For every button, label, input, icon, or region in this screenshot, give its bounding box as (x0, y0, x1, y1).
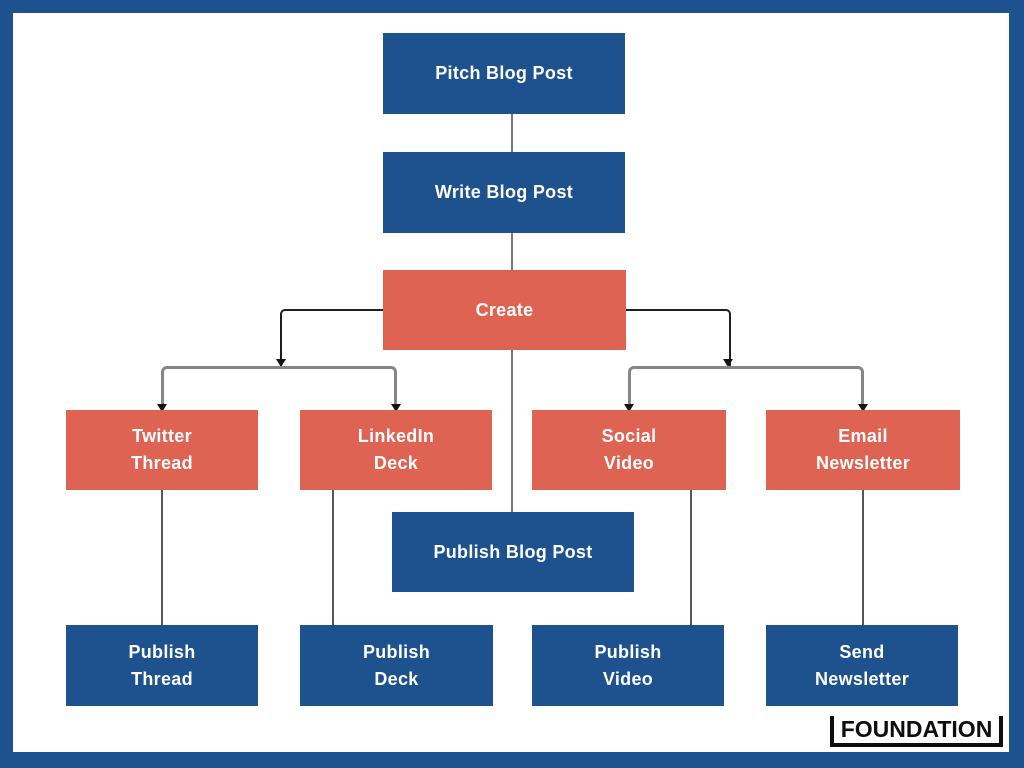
connector-twitter-to-publish-thread (161, 490, 163, 625)
node-label: Create (475, 299, 534, 320)
node-pitch-blog-post: Pitch Blog Post (383, 33, 625, 114)
node-linkedin-deck: LinkedIn Deck (300, 410, 492, 490)
node-social-video: Social Video (532, 410, 726, 490)
logo-right-bar-icon (999, 716, 1003, 743)
connector-write-to-create (511, 233, 513, 270)
arrowhead-left-junction (276, 359, 286, 367)
node-write-blog-post: Write Blog Post (383, 152, 625, 233)
connector-pitch-to-write (511, 114, 513, 152)
node-label: Social Video (601, 426, 657, 473)
node-label: Publish Video (594, 641, 662, 689)
node-publish-video: Publish Video (532, 625, 724, 706)
node-publish-blog-post: Publish Blog Post (392, 512, 634, 592)
arrowhead-email-newsletter (858, 404, 868, 412)
node-send-newsletter: Send Newsletter (766, 625, 958, 706)
connector-create-to-publish-blog (511, 350, 513, 512)
node-publish-thread: Publish Thread (66, 625, 258, 706)
node-label: Publish Thread (128, 641, 196, 689)
node-label: Pitch Blog Post (435, 63, 573, 83)
node-create: Create (383, 270, 626, 350)
node-label: Publish Deck (362, 641, 431, 689)
arrowhead-right-junction (723, 359, 733, 367)
connector-right-distributor (628, 366, 864, 409)
connector-create-left-branch (280, 309, 386, 367)
connector-linkedin-to-publish-deck (332, 490, 334, 625)
arrowhead-twitter-thread (157, 404, 167, 412)
logo-text: FOUNDATION (840, 716, 993, 742)
node-label: Twitter Thread (131, 426, 193, 473)
node-email-newsletter: Email Newsletter (766, 410, 960, 490)
foundation-logo: FOUNDATION (830, 716, 1003, 747)
connector-create-right-branch (625, 309, 731, 367)
logo-left-bar-icon (830, 716, 834, 743)
node-publish-deck: Publish Deck (300, 625, 493, 706)
arrowhead-social-video (624, 404, 634, 412)
connector-left-distributor (161, 366, 397, 409)
node-twitter-thread: Twitter Thread (66, 410, 258, 490)
node-label: Publish Blog Post (433, 541, 593, 562)
node-label: Write Blog Post (434, 182, 574, 202)
node-label: Send Newsletter (814, 641, 910, 689)
node-label: Email Newsletter (815, 426, 911, 473)
connector-email-to-send-newsletter (862, 490, 864, 625)
connector-social-to-publish-video (690, 490, 692, 625)
arrowhead-linkedin-deck (391, 404, 401, 412)
node-label: LinkedIn Deck (357, 426, 435, 473)
